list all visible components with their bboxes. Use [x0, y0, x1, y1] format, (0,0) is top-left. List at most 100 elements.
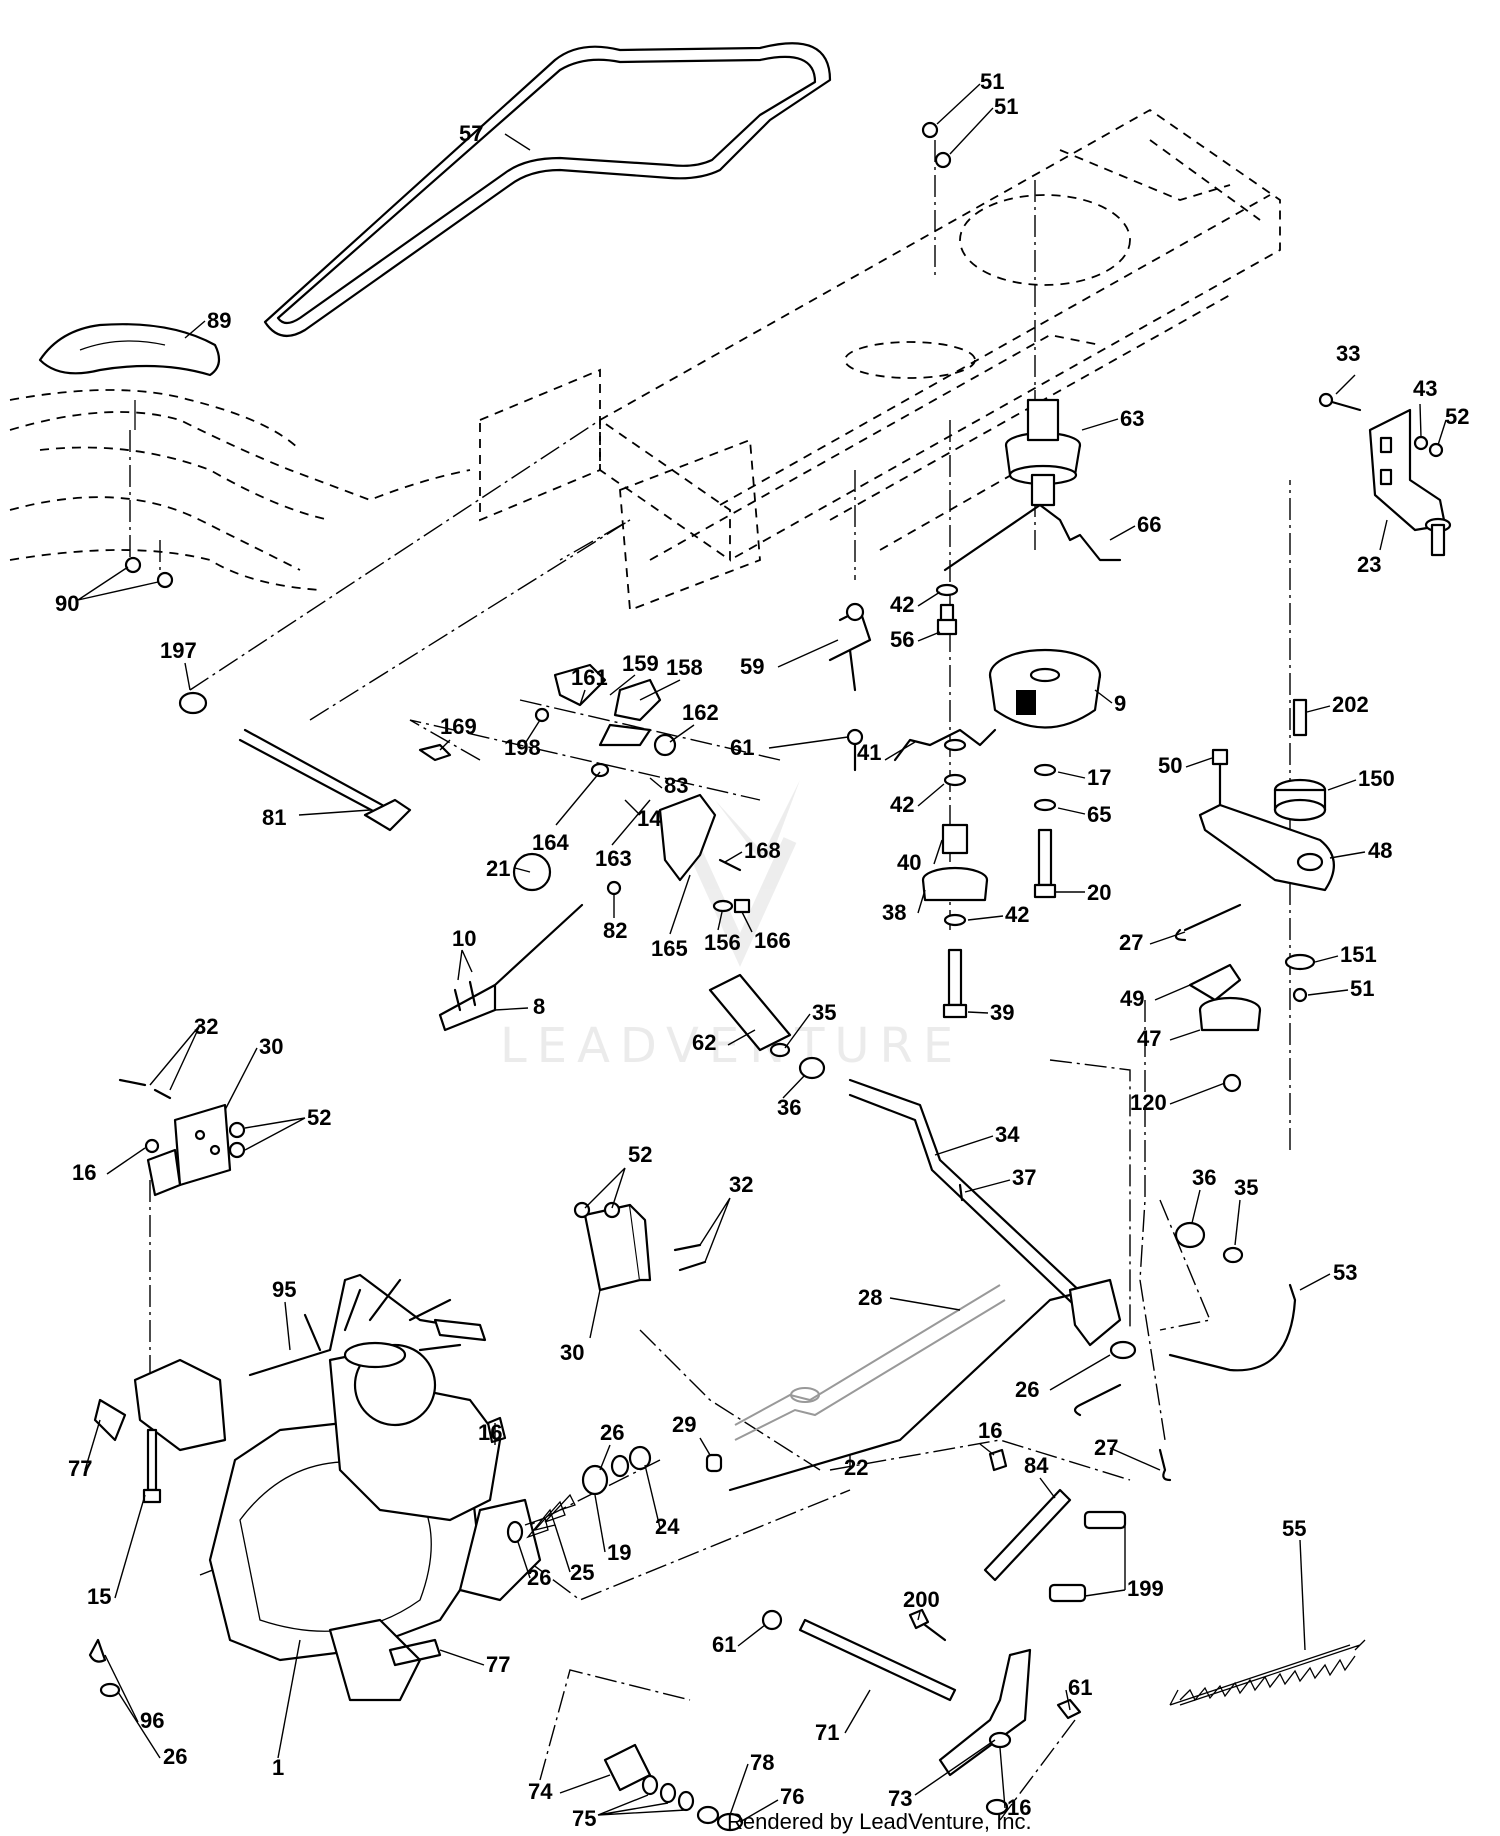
callout-28: 28: [858, 1285, 882, 1310]
hardware-17-65-20: [1033, 763, 1057, 899]
cap-29: [705, 1453, 723, 1473]
brake-bracket-158: [534, 663, 677, 778]
callout-15: 15: [87, 1584, 111, 1609]
callout-150: 150: [1358, 766, 1395, 791]
rod-53: [1168, 1283, 1297, 1372]
transmission-1: [133, 1278, 542, 1702]
callout-77: 77: [68, 1456, 92, 1481]
callout-26: 26: [527, 1565, 551, 1590]
bar-71: [761, 1608, 1082, 1816]
callout-198: 198: [504, 735, 541, 760]
callout-22: 22: [844, 1455, 868, 1480]
bracket-30-left: [118, 1078, 246, 1197]
pulley-stack-38: [921, 738, 989, 1019]
callout-50: 50: [1158, 753, 1182, 778]
bracket-30-mid: [573, 1201, 707, 1292]
hardware-96-26: [88, 1638, 121, 1698]
callout-16: 16: [978, 1418, 1002, 1443]
callout-17: 17: [1087, 765, 1111, 790]
drive-belt-inner: [276, 55, 817, 325]
clip-77-bottom: [388, 1638, 442, 1667]
callout-82: 82: [603, 918, 627, 943]
callout-84: 84: [1024, 1453, 1049, 1478]
callout-48: 48: [1368, 838, 1392, 863]
callout-16: 16: [72, 1160, 96, 1185]
callout-55: 55: [1282, 1516, 1306, 1541]
callout-76: 76: [780, 1784, 804, 1809]
callout-62: 62: [692, 1030, 716, 1055]
callout-83: 83: [664, 773, 688, 798]
callout-51: 51: [994, 94, 1018, 119]
pin-169: [418, 743, 452, 762]
callout-32: 32: [194, 1014, 218, 1039]
callout-168: 168: [744, 838, 781, 863]
callout-52: 52: [307, 1105, 331, 1130]
callout-61: 61: [730, 735, 754, 760]
nuts-51-top: [921, 121, 952, 169]
hardware-27-151-51: [1174, 903, 1316, 1003]
callout-1: 1: [272, 1755, 284, 1780]
callout-35: 35: [1234, 1175, 1258, 1200]
callout-36: 36: [777, 1095, 801, 1120]
callout-197: 197: [160, 638, 197, 663]
callout-43: 43: [1413, 376, 1437, 401]
callout-162: 162: [682, 700, 719, 725]
callout-9: 9: [1114, 691, 1126, 716]
callout-151: 151: [1340, 942, 1377, 967]
callout-26: 26: [1015, 1377, 1039, 1402]
callout-36: 36: [1192, 1165, 1216, 1190]
callout-61: 61: [712, 1632, 736, 1657]
callout-200: 200: [903, 1587, 940, 1612]
callout-51: 51: [1350, 976, 1374, 1001]
callout-25: 25: [570, 1560, 594, 1585]
callout-16: 16: [478, 1420, 502, 1445]
callout-71: 71: [815, 1720, 839, 1745]
callout-30: 30: [560, 1340, 584, 1365]
callout-75: 75: [572, 1806, 596, 1831]
callout-120: 120: [1130, 1090, 1167, 1115]
callout-78: 78: [750, 1750, 774, 1775]
hardware-33-43-52: [1318, 392, 1444, 458]
callout-51: 51: [980, 69, 1004, 94]
callout-19: 19: [607, 1540, 631, 1565]
bolt-15: [142, 1428, 162, 1504]
callout-21: 21: [486, 856, 510, 881]
callout-labels: 57 51 51 89 63 33 43 52 66 23 90 42 56 5…: [55, 69, 1469, 1831]
callout-95: 95: [272, 1277, 296, 1302]
callout-52: 52: [628, 1142, 652, 1167]
callout-202: 202: [1332, 692, 1369, 717]
pulley-63: [1004, 398, 1082, 507]
callout-26: 26: [600, 1420, 624, 1445]
callout-14: 14: [637, 806, 662, 831]
callout-81: 81: [262, 805, 286, 830]
callout-38: 38: [882, 900, 906, 925]
clutch-9: [988, 648, 1102, 729]
watermark-logo: [683, 780, 800, 967]
callout-23: 23: [1357, 552, 1381, 577]
spring-55: [1169, 1639, 1366, 1706]
assembly-lines: [129, 140, 1291, 1821]
callout-165: 165: [651, 936, 688, 961]
callout-164: 164: [532, 830, 569, 855]
callout-47: 47: [1137, 1026, 1161, 1051]
watermark-text: LEADVENTURE: [500, 1018, 963, 1074]
callout-66: 66: [1137, 512, 1161, 537]
callout-77: 77: [486, 1652, 510, 1677]
washer-59: [845, 602, 865, 622]
nuts-90: [124, 556, 174, 589]
render-credit: Rendered by LeadVenture, Inc.: [727, 1809, 1032, 1834]
axle-hardware-74-76: [603, 1743, 744, 1832]
callout-163: 163: [595, 846, 632, 871]
callout-65: 65: [1087, 802, 1111, 827]
hardware-26-27: [1073, 1340, 1172, 1482]
callout-59: 59: [740, 654, 764, 679]
callout-16: 16: [1007, 1795, 1031, 1820]
callout-27: 27: [1094, 1435, 1118, 1460]
callout-53: 53: [1333, 1260, 1357, 1285]
tractor-frame: [9, 108, 1281, 612]
callout-159: 159: [622, 651, 659, 676]
callout-41: 41: [857, 740, 881, 765]
pedal-rod-95: [248, 1273, 482, 1377]
arm-hole: [1296, 852, 1324, 872]
